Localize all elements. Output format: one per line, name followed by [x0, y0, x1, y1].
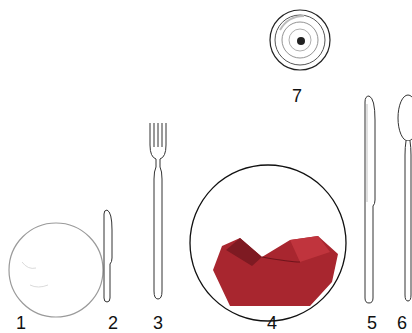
fork: [150, 123, 166, 299]
dinner-plate: [190, 165, 346, 321]
callout-number: 1: [16, 314, 26, 332]
callout-number: 7: [292, 87, 302, 105]
callout-number: 2: [108, 314, 118, 332]
bread-plate: [9, 223, 103, 317]
butter-knife: [104, 210, 112, 302]
dinner-knife: [365, 96, 375, 303]
callout-number: 5: [367, 314, 377, 332]
glass: [270, 10, 330, 70]
knife-edge: [367, 104, 368, 202]
callout-number: 4: [267, 314, 277, 332]
spoon: [398, 95, 412, 301]
plate-shading: [22, 262, 48, 287]
callout-number: 3: [153, 314, 163, 332]
callout-number: 6: [397, 314, 407, 332]
folded-napkin: [213, 236, 338, 306]
